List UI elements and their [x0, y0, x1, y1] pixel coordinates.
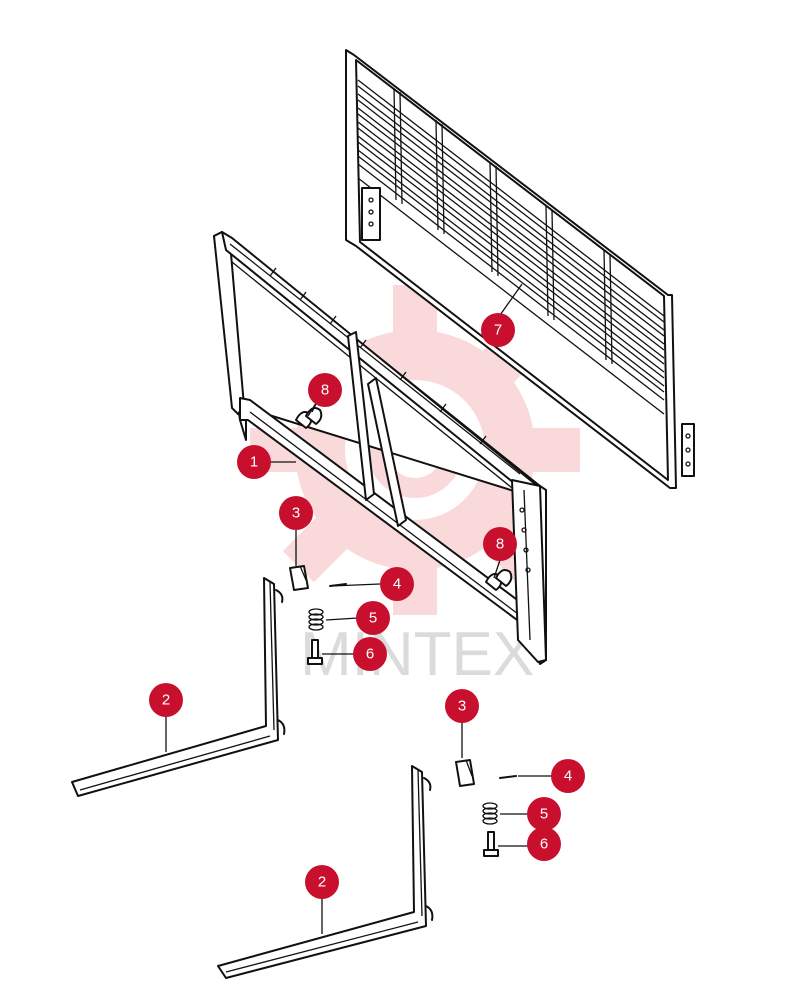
- svg-text:3: 3: [458, 698, 466, 715]
- svg-text:3: 3: [292, 505, 300, 522]
- callout-3-lower: 3: [445, 689, 479, 723]
- callout-6-upper: 6: [353, 637, 387, 671]
- svg-text:8: 8: [321, 382, 329, 399]
- svg-text:2: 2: [318, 874, 326, 891]
- callout-5-lower: 5: [527, 797, 561, 831]
- svg-text:6: 6: [540, 836, 548, 853]
- part-2-fork-right: [217, 765, 434, 979]
- callout-4-lower: 4: [551, 759, 585, 793]
- svg-text:8: 8: [496, 536, 504, 553]
- small-parts-b: [455, 759, 517, 857]
- svg-text:1: 1: [250, 454, 258, 471]
- svg-text:6: 6: [366, 646, 374, 663]
- callout-1: 1: [237, 445, 271, 479]
- callout-2-right: 2: [305, 865, 339, 899]
- callout-4-upper: 4: [380, 567, 414, 601]
- callout-7: 7: [481, 313, 515, 347]
- svg-text:5: 5: [540, 806, 548, 823]
- svg-text:4: 4: [393, 576, 401, 593]
- svg-text:4: 4: [564, 768, 572, 785]
- small-parts-a: [289, 565, 347, 665]
- callout-5-upper: 5: [356, 601, 390, 635]
- callout-8-upper: 8: [308, 373, 342, 407]
- part-1-carriage-frame: [213, 231, 547, 665]
- svg-text:7: 7: [494, 322, 502, 339]
- svg-text:2: 2: [162, 692, 170, 709]
- part-2-fork-left: [71, 577, 286, 797]
- callout-2-left: 2: [149, 683, 183, 717]
- callout-3-upper: 3: [279, 496, 313, 530]
- leader-lines: [165, 283, 552, 934]
- part-7-grille: [345, 49, 695, 489]
- callout-6-lower: 6: [527, 827, 561, 861]
- svg-text:5: 5: [369, 610, 377, 627]
- callout-8-lower: 8: [483, 527, 517, 561]
